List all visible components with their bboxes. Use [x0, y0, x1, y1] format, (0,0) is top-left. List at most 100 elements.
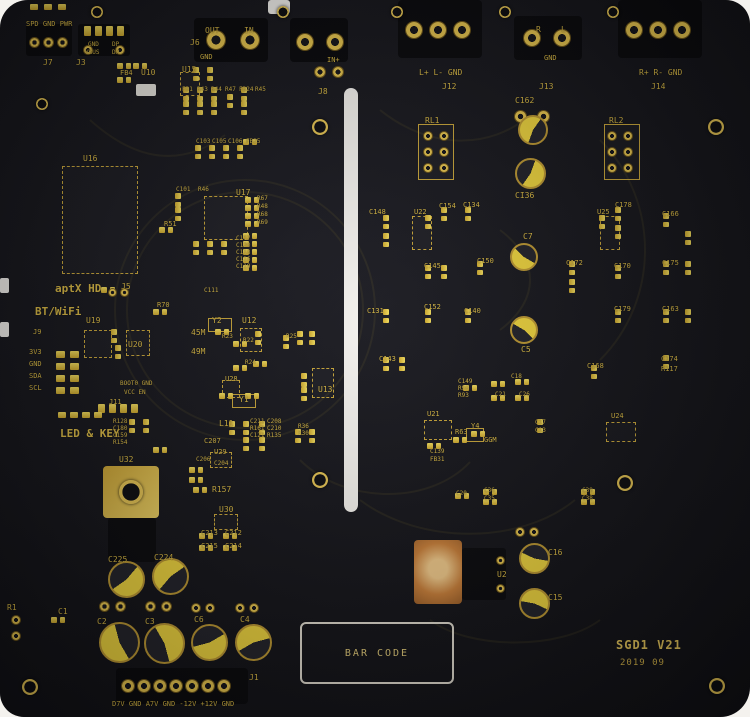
- mounting-hole: [277, 6, 289, 18]
- smd-pad: [207, 241, 213, 247]
- smd-component: [243, 249, 257, 255]
- smd-pad: [56, 375, 65, 382]
- smd-component: [471, 431, 485, 437]
- smd-pad: [435, 443, 441, 449]
- through-hole-pad: [315, 67, 325, 77]
- smd-component: [255, 331, 261, 345]
- mounting-hole: [119, 480, 143, 504]
- smd-pad: [425, 223, 431, 229]
- mounting-hole: [22, 679, 38, 695]
- silk-label: VBUS: [85, 49, 100, 56]
- smd-pad: [253, 393, 259, 399]
- smd-component: [297, 331, 303, 345]
- smd-pad: [581, 489, 587, 495]
- smd-pad: [197, 109, 203, 115]
- silk-label: C36: [484, 487, 495, 494]
- silk-label: R68: [257, 211, 268, 218]
- smd-component: [309, 331, 315, 345]
- silk-label: Y4: [471, 422, 480, 430]
- silk-label: FB24: [239, 86, 254, 93]
- through-hole-pad: [12, 616, 20, 624]
- smd-component: [233, 365, 247, 371]
- through-hole-pad: [99, 601, 109, 611]
- smd-component: [245, 197, 259, 203]
- smd-pad: [207, 67, 213, 73]
- smd-pad: [591, 373, 597, 379]
- smd-pad: [231, 545, 237, 551]
- silk-label: VCC EN: [124, 389, 146, 396]
- silk-label: 3V3: [29, 348, 42, 356]
- capacitor-footprint: [518, 542, 550, 574]
- smd-pad: [615, 225, 621, 231]
- silk-label: R135: [267, 432, 282, 439]
- smd-pad: [615, 317, 621, 323]
- smd-pad: [243, 445, 249, 451]
- silk-label: 45M: [191, 328, 206, 337]
- silk-label: C159: [113, 432, 128, 439]
- silk-label: R51: [164, 220, 177, 228]
- smd-pad: [399, 365, 405, 371]
- smd-component: [383, 233, 389, 247]
- smd-component: [491, 381, 505, 387]
- through-hole-pad: [218, 680, 230, 692]
- smd-component: [425, 215, 431, 229]
- through-hole-pad: [161, 601, 171, 611]
- smd-pad: [383, 365, 389, 371]
- silk-label: Y2: [212, 316, 222, 325]
- smd-component: [243, 421, 249, 435]
- smd-component: [243, 241, 257, 247]
- silk-label: R70: [157, 301, 170, 309]
- silk-label: J8: [318, 87, 328, 96]
- smd-pad: [491, 381, 497, 387]
- smd-pad: [59, 617, 65, 623]
- mounting-hole: [36, 98, 48, 110]
- silk-label: J3: [76, 58, 86, 67]
- through-hole-pad: [250, 604, 258, 612]
- silk-label: C6: [194, 615, 204, 624]
- smd-pad: [58, 4, 66, 10]
- smd-component: [483, 489, 497, 495]
- smd-pad: [455, 493, 461, 499]
- silk-label: J9: [33, 328, 42, 336]
- smd-component: [175, 207, 181, 221]
- smd-component: [207, 241, 213, 255]
- smd-component: [197, 101, 203, 115]
- silk-label: C26: [519, 391, 530, 398]
- capacitor-footprint: [510, 316, 538, 344]
- smd-pad: [221, 249, 227, 255]
- smd-pad: [243, 429, 249, 435]
- smd-pad: [58, 412, 66, 418]
- smd-pad: [245, 205, 251, 211]
- silk-label: BT/WiFi: [35, 305, 82, 318]
- silk-label: L11: [219, 419, 234, 428]
- silk-label: C119: [236, 263, 251, 270]
- silk-label: C7: [523, 232, 533, 241]
- smd-pad: [51, 617, 57, 623]
- smd-pad: [197, 467, 203, 473]
- silk-label: R45: [255, 86, 266, 93]
- through-hole-pad: [440, 164, 448, 172]
- silk-label: C163: [662, 305, 679, 313]
- through-hole-pad: [115, 601, 125, 611]
- smd-pad: [56, 387, 65, 394]
- smd-component: [301, 373, 307, 387]
- smd-component: [175, 193, 181, 207]
- smd-component: [615, 207, 621, 221]
- silk-label: R24: [245, 359, 256, 366]
- silk-label: J1: [249, 673, 259, 682]
- smd-pad: [223, 153, 229, 159]
- smd-pad: [283, 343, 289, 349]
- smd-component: [427, 443, 441, 449]
- smd-component: [237, 145, 243, 159]
- through-hole-pad: [327, 34, 343, 50]
- smd-component: [233, 341, 247, 347]
- through-hole-pad: [424, 164, 432, 172]
- smd-pad: [141, 63, 147, 69]
- smd-pad: [477, 269, 483, 275]
- mounting-hole: [617, 475, 633, 491]
- smd-pad: [441, 215, 447, 221]
- silk-label: R30: [298, 430, 309, 437]
- silk-label: C207: [204, 437, 221, 445]
- smd-pad: [84, 26, 91, 36]
- smd-pad: [491, 499, 497, 505]
